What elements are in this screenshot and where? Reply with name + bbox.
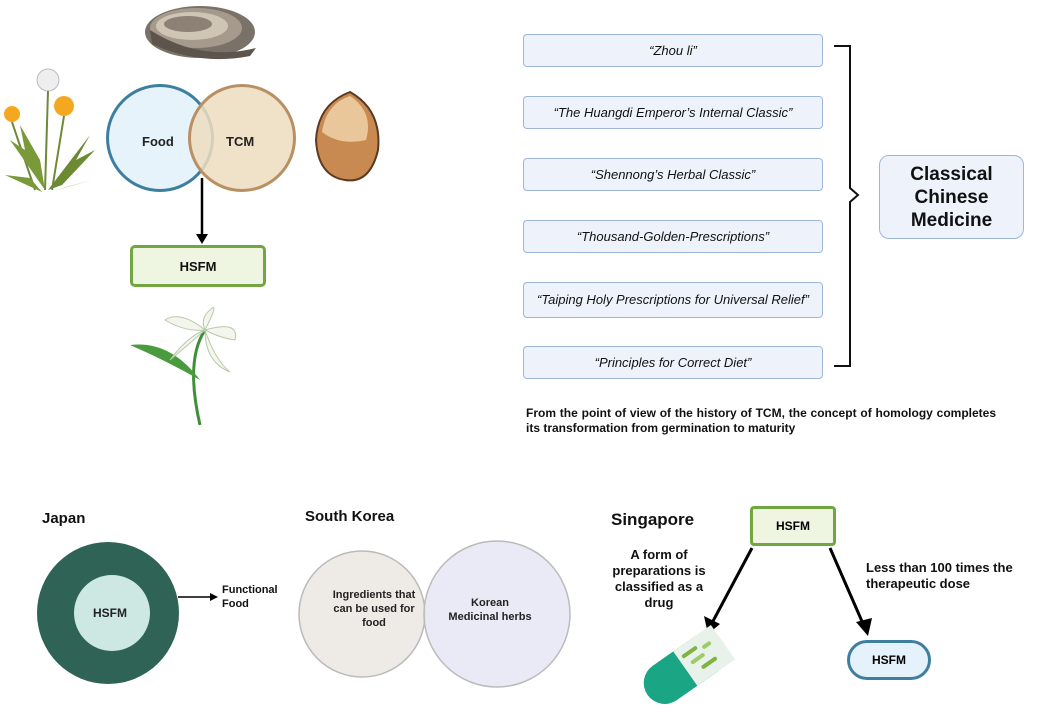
japan-hsfm-label: HSFM <box>93 606 127 620</box>
singapore-title: Singapore <box>611 510 695 529</box>
hsfm-label: HSFM <box>179 258 217 274</box>
oyster-icon <box>145 6 256 60</box>
classic-item: “Taiping Holy Prescriptions for Universa… <box>523 282 823 318</box>
singapore-hsfm-label: HSFM <box>776 519 810 533</box>
tcm-circle <box>188 84 296 192</box>
food-label: Food <box>142 134 174 149</box>
classic-item: “Zhou li” <box>523 34 823 67</box>
singapore-hsfm-pill-label: HSFM <box>872 653 906 667</box>
singapore-hsfm-pill: HSFM <box>847 640 931 680</box>
classic-item: “The Huangdi Emperor’s Internal Classic” <box>523 96 823 129</box>
therapeutic-dose-text: Less than 100 times the therapeutic dose <box>866 560 1013 591</box>
tcm-label: TCM <box>226 134 255 149</box>
south-korea-title: South Korea <box>305 508 395 525</box>
japan-title: Japan <box>42 510 86 527</box>
hsfm-box: HSFM <box>130 245 266 287</box>
dandelion-icon <box>4 68 95 192</box>
drug-classification-text: A form of preparations is classified as … <box>612 547 706 610</box>
almond-icon <box>314 90 380 182</box>
korea-medicinal-herbs-label: Korean Medicinal herbs <box>448 597 532 623</box>
capsule-icon <box>643 625 735 704</box>
functional-food-label: Functional Food <box>222 584 278 610</box>
classic-item: “Shennong’s Herbal Classic” <box>523 158 823 191</box>
classic-item: “Thousand-Golden-Prescriptions” <box>523 220 823 253</box>
history-caption: From the point of view of the history of… <box>526 406 996 435</box>
classical-chinese-medicine-box: Classical Chinese Medicine <box>879 155 1024 239</box>
lily-icon <box>130 307 237 426</box>
korea-food-ingredients-label: Ingredients that can be used for food <box>332 589 416 629</box>
singapore-hsfm-box: HSFM <box>750 506 836 546</box>
classic-item: “Principles for Correct Diet” <box>523 346 823 379</box>
japan-inner-circle <box>74 575 150 651</box>
